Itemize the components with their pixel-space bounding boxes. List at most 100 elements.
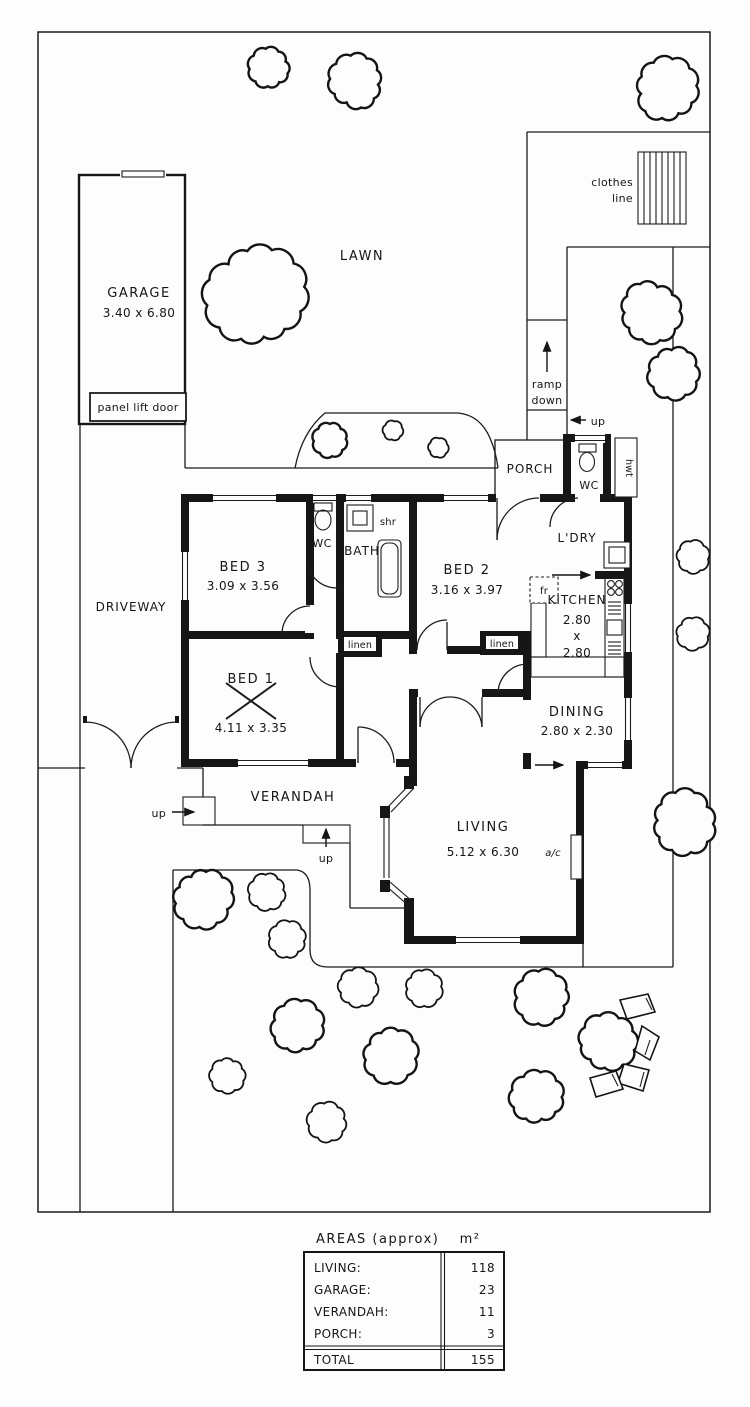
verandah-front-step: up (302, 824, 351, 865)
table-row: PORCH: 3 (314, 1327, 495, 1341)
clothes-line-icon (637, 151, 687, 225)
row-value: 23 (479, 1283, 495, 1297)
table-row: GARAGE: 23 (314, 1283, 495, 1297)
total-label: TOTAL (313, 1353, 354, 1367)
room-label-verandah: VERANDAH (251, 790, 336, 805)
linen-closet: linen (338, 631, 382, 657)
bench-grill-icon (608, 601, 621, 615)
room-label-shower: shr (380, 517, 397, 528)
window (313, 493, 336, 503)
hot-water-unit: hwt (614, 437, 638, 498)
front-bed-shrubs (311, 419, 450, 460)
rock-garden (588, 993, 660, 1098)
row-label: LIVING: (314, 1261, 361, 1275)
lawn-label: LAWN (340, 249, 384, 264)
lawn-trees (200, 45, 701, 402)
shrub-icon (311, 421, 349, 460)
clothes-line-label-2: line (612, 192, 633, 205)
linen-closet: linen (480, 631, 524, 655)
window (180, 552, 190, 600)
hwt-label: hwt (623, 459, 634, 477)
linen-label: linen (348, 640, 372, 651)
garage: GARAGE 3.40 x 6.80 panel lift door (77, 170, 187, 426)
driveway-gate (38, 716, 203, 769)
areas-table-unit: m² (460, 1232, 481, 1247)
room-label-wc-porch: WC (579, 479, 598, 492)
kitchen-dims-3: 2.80 (563, 646, 591, 660)
shrub-icon (427, 436, 450, 459)
window (456, 935, 520, 945)
house-walls (181, 434, 632, 944)
tree-icon (405, 968, 444, 1009)
tree-icon (269, 997, 326, 1054)
rock-icon (618, 993, 657, 1020)
room-dims-bed2: 3.16 x 3.97 (431, 583, 504, 597)
room-label-kitchen: KITCHEN (548, 593, 607, 607)
tree-icon (326, 51, 383, 111)
window (623, 604, 633, 652)
room-label-wc-internal: WC (312, 537, 331, 550)
tree-icon (635, 54, 700, 122)
bay-window (383, 783, 415, 907)
garage-dims: 3.40 x 6.80 (103, 306, 176, 320)
oven-icon (606, 619, 623, 636)
toilet-icon (578, 443, 597, 473)
kitchen-dims-1: 2.80 (563, 613, 591, 627)
tree-icon (653, 786, 717, 858)
bench-grill-icon (608, 641, 621, 655)
shrub-icon (675, 539, 711, 575)
linen-label: linen (490, 639, 514, 650)
room-label-living: LIVING (457, 820, 510, 835)
clothes-yard-fence (526, 131, 710, 440)
air-con-unit: a/c (545, 834, 583, 880)
room-dims-living: 5.12 x 6.30 (447, 845, 520, 859)
ramp-label-2: down (532, 394, 563, 407)
window (213, 493, 276, 503)
row-label: PORCH: (314, 1327, 362, 1341)
row-value: 3 (487, 1327, 495, 1341)
room-label-bed3: BED 3 (219, 560, 266, 575)
room-dims-dining: 2.80 x 2.30 (541, 724, 614, 738)
ceiling-fan-icon (225, 682, 277, 720)
areas-table-title: AREAS (approx) (316, 1232, 439, 1247)
tree-icon (513, 967, 570, 1027)
bathtub-icon (377, 539, 402, 598)
room-label-bed2: BED 2 (443, 563, 490, 578)
tree-icon (267, 919, 307, 959)
row-value: 11 (479, 1305, 495, 1319)
tree-icon (208, 1057, 247, 1095)
tree-icon (620, 280, 684, 346)
areas-table: AREAS (approx) m² LIVING: 118 GARAGE: 23… (303, 1232, 505, 1371)
window (588, 760, 622, 770)
window (623, 698, 633, 740)
backyard-trees (172, 868, 640, 1144)
room-label-bed1: BED 1 (227, 672, 274, 687)
panel-lift-door-label: panel lift door (97, 401, 178, 414)
toilet-icon (313, 502, 333, 531)
tree-icon (172, 868, 236, 931)
rock-icon (588, 1070, 625, 1098)
ramp-area: ramp down up (532, 340, 605, 428)
windows (180, 433, 633, 945)
tree-icon (200, 243, 310, 345)
room-label-laundry: L'DRY (557, 531, 596, 545)
table-row: LIVING: 118 (314, 1261, 495, 1275)
room-label-dining: DINING (549, 705, 605, 720)
window (444, 493, 488, 503)
shower-icon (346, 504, 374, 532)
window (238, 758, 308, 768)
tree-icon (646, 345, 701, 402)
doors (281, 497, 579, 764)
shrub-icon (381, 419, 405, 442)
backyard-paving-edge (173, 768, 673, 968)
row-label: VERANDAH: (314, 1305, 389, 1319)
stove-icon (607, 580, 623, 596)
total-value: 155 (471, 1353, 495, 1367)
up-verandah-side-label: up (151, 807, 166, 820)
verandah-side-step: up (151, 796, 216, 826)
room-dims-bed1: 4.11 x 3.35 (215, 721, 288, 735)
row-value: 118 (471, 1261, 495, 1275)
clothes-line-label-1: clothes (591, 176, 633, 189)
